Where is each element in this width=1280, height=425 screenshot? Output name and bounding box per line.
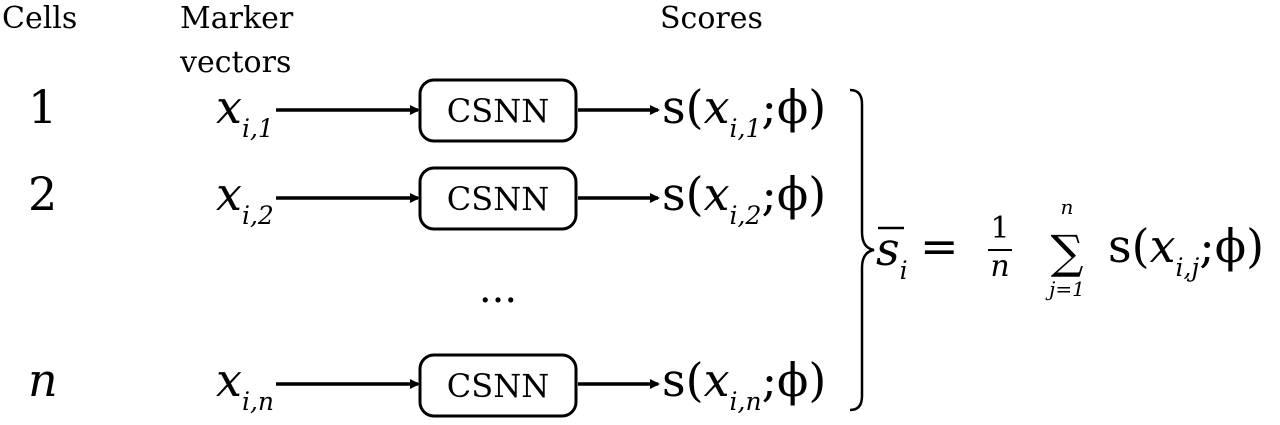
marker-vector: xi,2	[216, 167, 274, 230]
cell-label: 1	[28, 80, 57, 134]
sum-lower-limit: j=1	[1045, 277, 1085, 301]
csnn-box	[418, 353, 578, 418]
score-expression: s(xi,n;ϕ)	[662, 353, 826, 416]
csnn-label: CSNN	[447, 92, 549, 130]
ellipsis: ...	[479, 266, 517, 312]
header-cells: Cells	[2, 1, 77, 36]
header-vectors: vectors	[179, 45, 291, 80]
score-expression: s(xi,2;ϕ)	[662, 167, 826, 230]
score-expression: s(xi,1;ϕ)	[662, 80, 826, 143]
sum-upper-limit: n	[1061, 195, 1074, 219]
row-n: n xi,n CSNN s(xi,n;ϕ)	[28, 353, 826, 418]
marker-vector: xi,1	[216, 80, 274, 143]
marker-vector: xi,n	[216, 353, 274, 416]
sum-symbol: ∑	[1051, 225, 1084, 279]
curly-brace	[849, 88, 875, 412]
formula-rhs: s(xi,j;ϕ)	[1108, 219, 1264, 282]
cell-label: n	[28, 353, 58, 407]
fraction-denominator: n	[990, 249, 1009, 284]
average-score-formula: si = 1 n n ∑ j=1 s(xi,j;ϕ)	[876, 195, 1264, 301]
header-scores: Scores	[660, 1, 763, 36]
row-1: 1 xi,1 CSNN s(xi,1;ϕ)	[28, 78, 826, 143]
csnn-label: CSNN	[447, 367, 549, 405]
csnn-box	[418, 78, 578, 143]
csnn-label: CSNN	[447, 180, 549, 218]
formula-lhs: si	[876, 222, 908, 285]
cell-label: 2	[28, 167, 57, 221]
header-marker: Marker	[180, 1, 294, 36]
fraction-numerator: 1	[990, 211, 1009, 246]
csnn-box	[418, 166, 578, 231]
formula-equals: =	[920, 219, 959, 273]
row-2: 2 xi,2 CSNN s(xi,2;ϕ)	[28, 166, 826, 231]
